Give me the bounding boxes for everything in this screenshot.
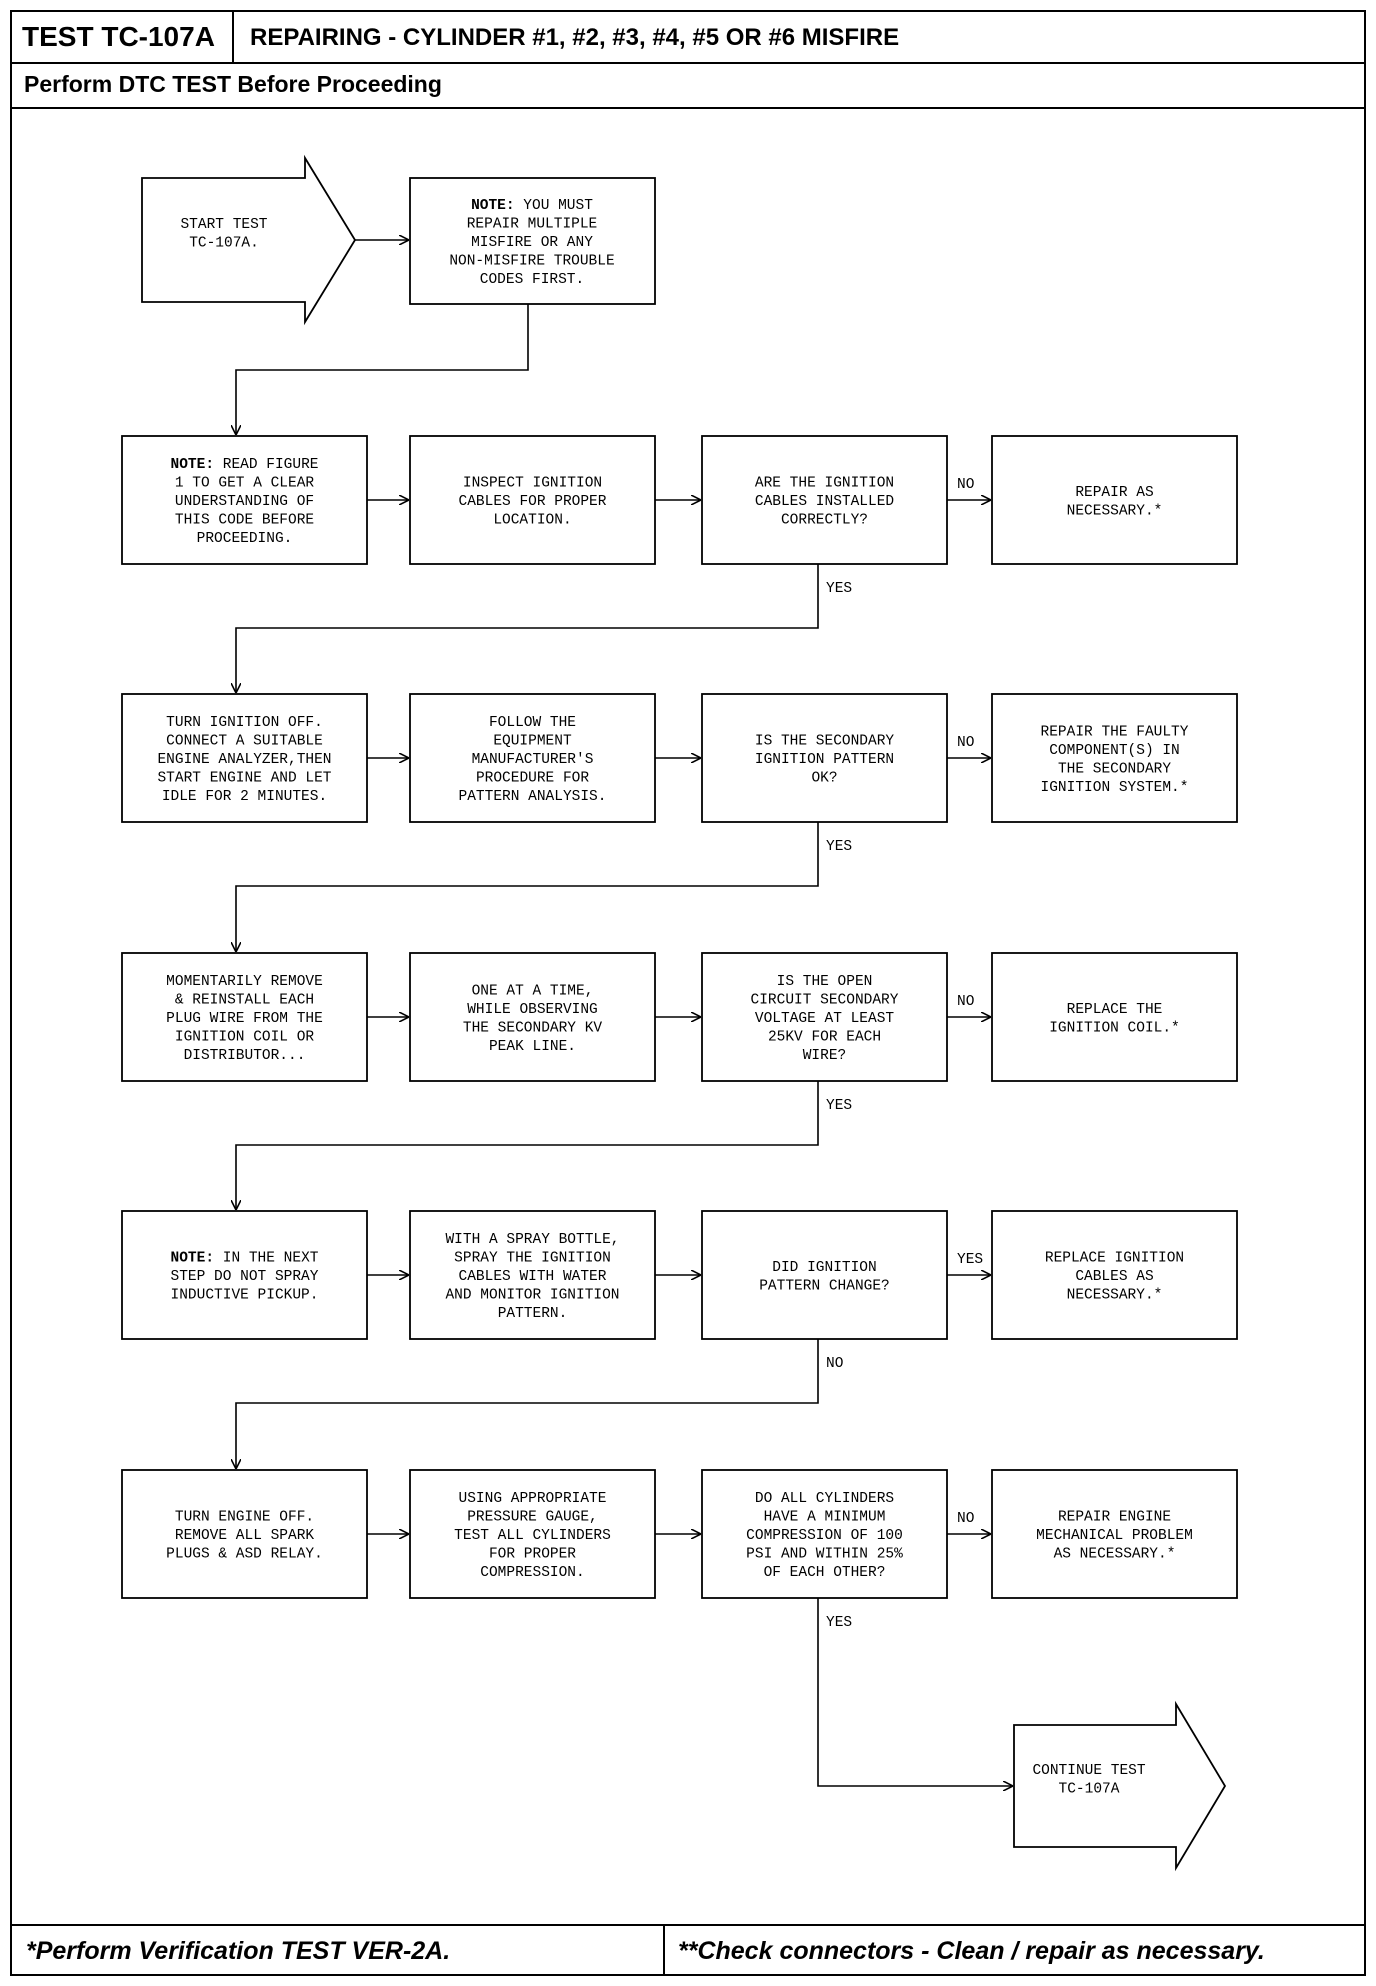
row1-side-label: NO [957,477,974,493]
test-id: TEST TC-107A [12,12,234,62]
row1-question-box [701,435,948,565]
row1-arrow-down [236,564,819,692]
row4-down-label: NO [826,1356,843,1372]
row1-step-b-box [409,435,656,565]
row5-step-a-box [121,1469,368,1599]
start-test-shape [141,154,357,326]
row2-side-label: NO [957,735,974,751]
row4-outcome-box [991,1210,1238,1340]
row4-arrow-down [236,1339,819,1468]
flowchart-frame: TEST TC-107A REPAIRING - CYLINDER #1, #2… [10,10,1366,1976]
row5-outcome-box [991,1469,1238,1599]
footer-verification-note: *Perform Verification TEST VER-2A. [12,1926,665,1976]
row4-step-a-box [121,1210,368,1340]
row5-step-b-box [409,1469,656,1599]
row3-question-box [701,952,948,1082]
row5-arrow-to-end [817,1598,1012,1786]
row4-question-box [701,1210,948,1340]
test-title: REPAIRING - CYLINDER #1, #2, #3, #4, #5 … [250,24,900,51]
note-multiple-misfire-box [409,177,656,305]
row2-down-label: YES [826,839,852,855]
row1-down-label: YES [826,581,852,597]
header-row: TEST TC-107A REPAIRING - CYLINDER #1, #2… [12,12,1364,64]
row1-step-a-box [121,435,368,565]
row5-side-label: NO [957,1511,974,1527]
footer-connectors-note: **Check connectors - Clean / repair as n… [678,1937,1265,1965]
row5-question-box [701,1469,948,1599]
row2-step-a-box [121,693,368,823]
row3-outcome-box [991,952,1238,1082]
row4-step-b-box [409,1210,656,1340]
continue-test-shape [1013,1700,1227,1872]
subtitle: Perform DTC TEST Before Proceeding [24,71,442,97]
row4-side-label: YES [957,1252,983,1268]
arrow-note-to-row1 [236,304,529,434]
subtitle-row: Perform DTC TEST Before Proceeding [12,62,1364,109]
row3-side-label: NO [957,994,974,1010]
row3-step-a-box [121,952,368,1082]
row2-outcome-box [991,693,1238,823]
row2-question-box [701,693,948,823]
row3-arrow-down [236,1081,819,1209]
row5-down-label: YES [826,1615,852,1631]
row3-down-label: YES [826,1098,852,1114]
row2-step-b-box [409,693,656,823]
footer-row: *Perform Verification TEST VER-2A. **Che… [12,1924,1364,1976]
row1-outcome-box [991,435,1238,565]
row2-arrow-down [236,822,819,951]
row3-step-b-box [409,952,656,1082]
